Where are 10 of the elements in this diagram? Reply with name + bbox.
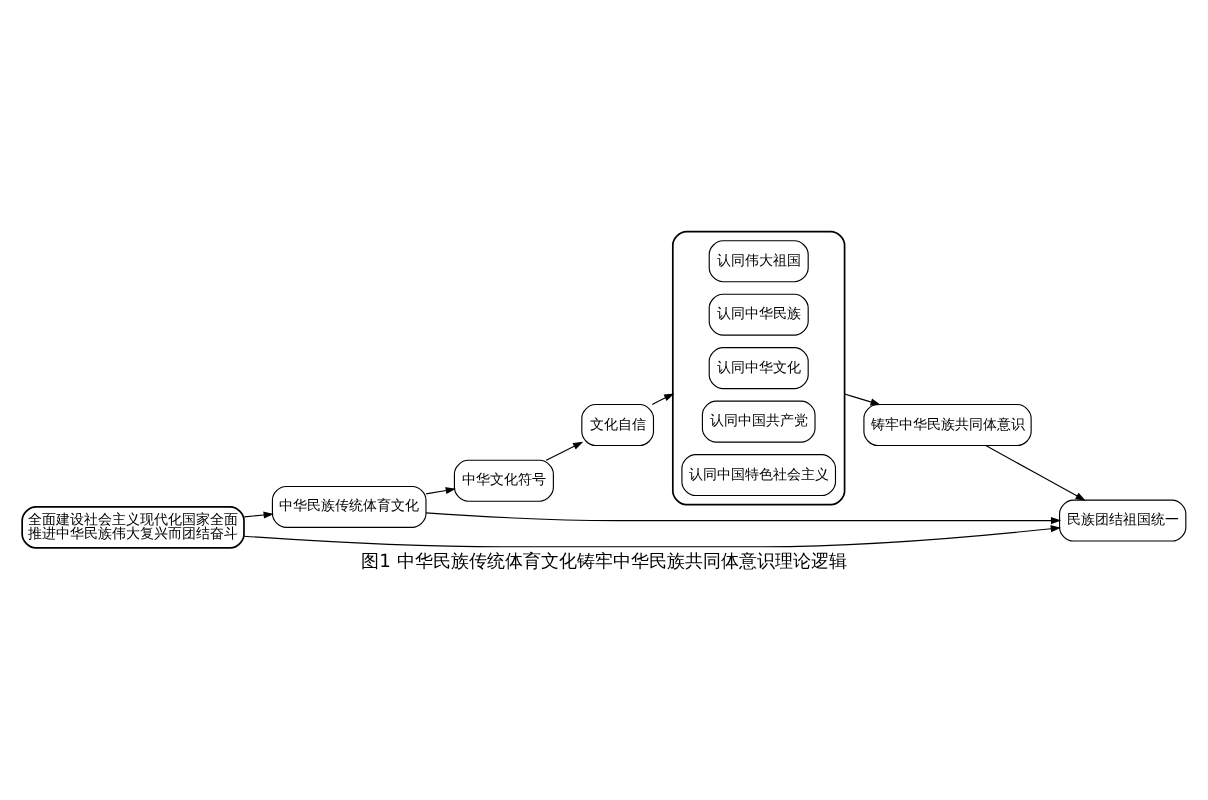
arrow: [844, 393, 881, 406]
arrow: [425, 512, 1062, 525]
caption: 图1 中华民族传统体育文化铸牢中华民族共同体意识理论逻辑: [361, 552, 847, 573]
cluster: [671, 230, 846, 506]
arrow: [545, 441, 584, 461]
arrow: [243, 511, 274, 519]
arrow: [425, 487, 456, 495]
arrow: [651, 393, 675, 406]
arrow: [243, 525, 1061, 548]
arrow: [985, 444, 1086, 501]
